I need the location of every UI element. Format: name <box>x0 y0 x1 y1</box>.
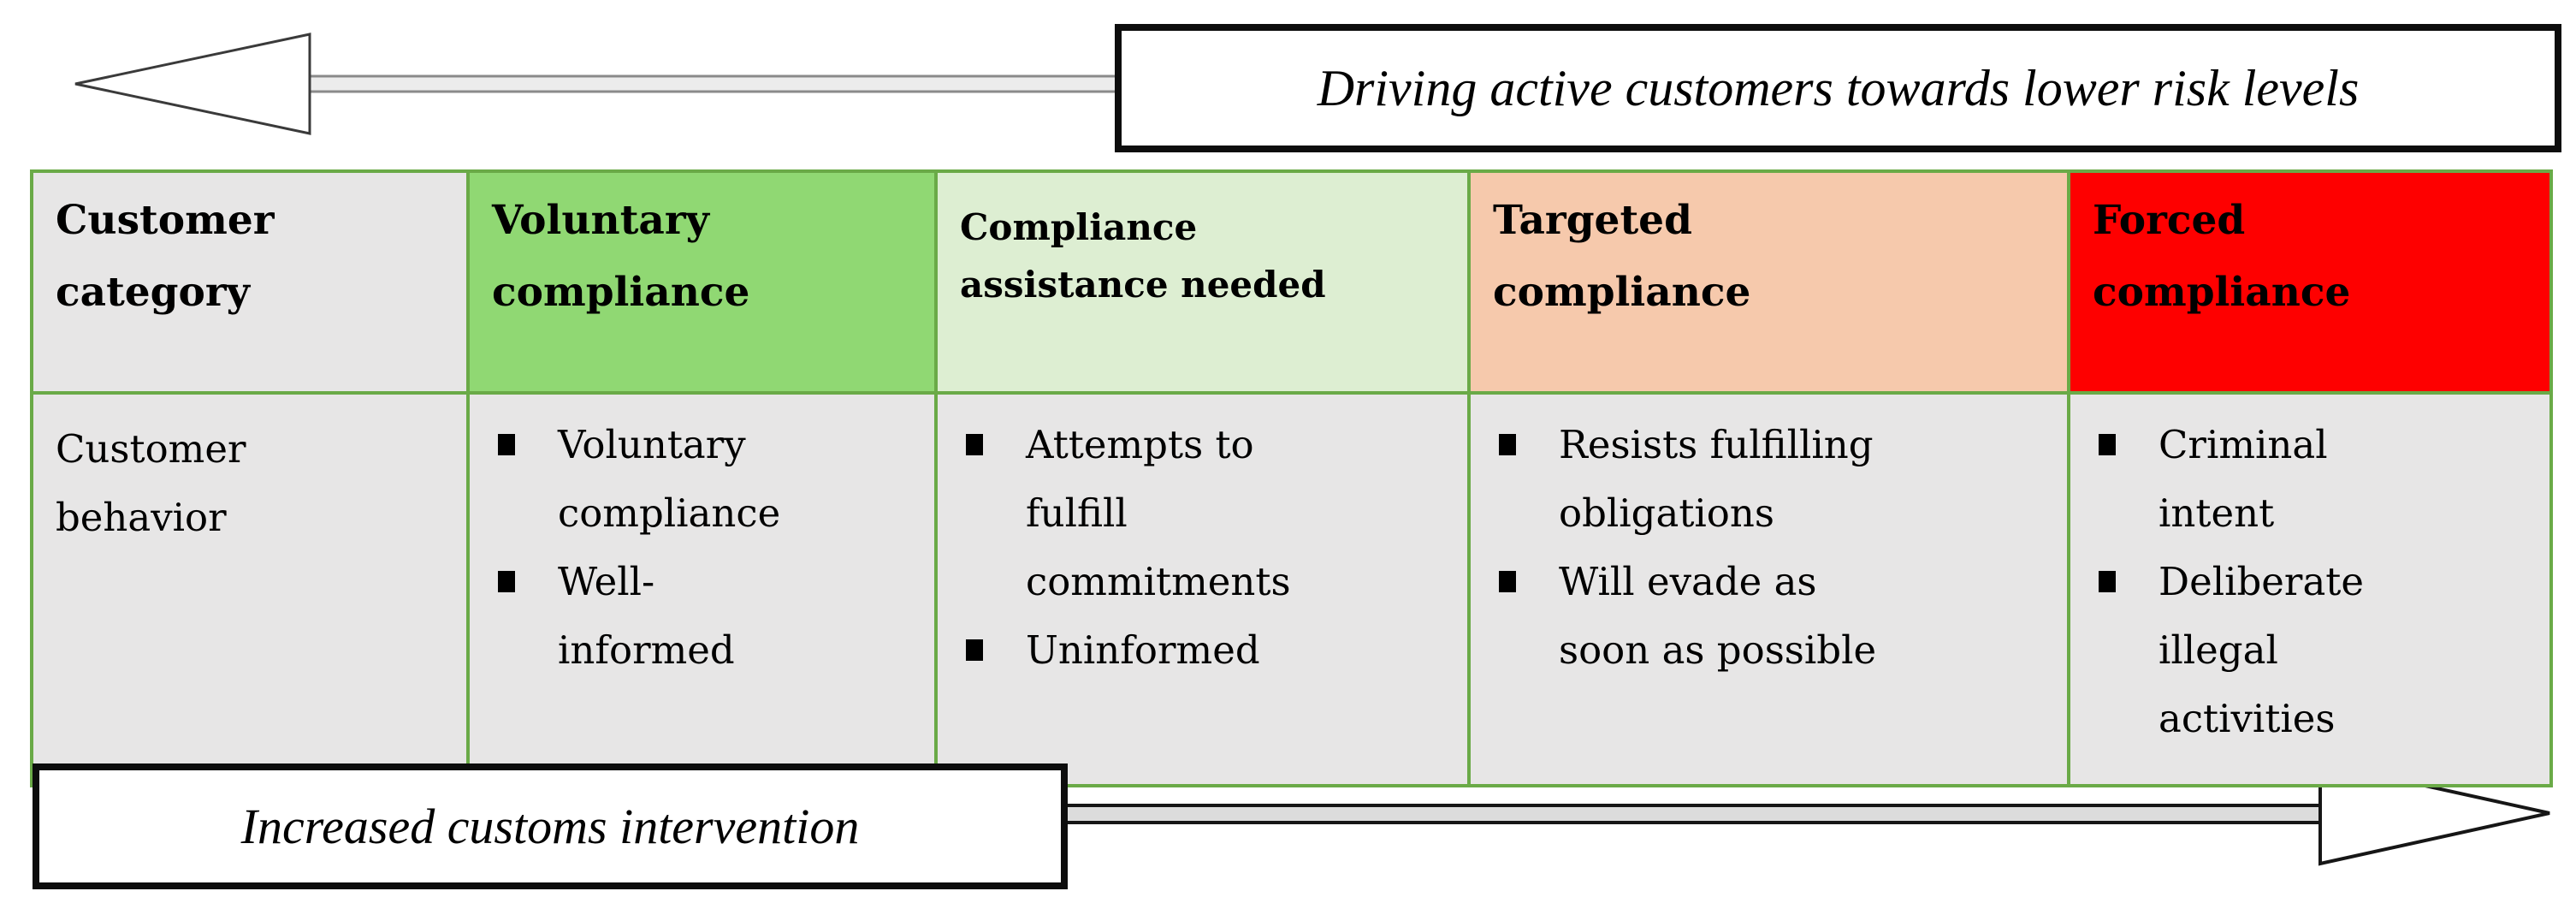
list-item: Will evade as soon as possible <box>1499 548 2042 685</box>
bullet-icon <box>498 434 515 455</box>
list-item-text: Well- informed <box>558 559 735 674</box>
list-item: Deliberate illegal activities <box>2099 548 2525 753</box>
list-item-text: Criminal intent <box>2159 422 2328 537</box>
top-arrow-shaft <box>308 74 1120 93</box>
list-item-text: Voluntary compliance <box>558 422 781 537</box>
row-label-customer-behavior: Customer behavior <box>30 391 470 787</box>
bullet-list: Voluntary compliance Well- informed <box>471 395 933 685</box>
bullet-icon <box>1499 434 1516 455</box>
bullet-icon <box>966 639 983 662</box>
bottom-arrow-label-box: Increased customs intervention <box>33 763 1068 889</box>
cell-forced-compliance-behavior: Criminal intent Deliberate illegal activ… <box>2067 391 2553 787</box>
bullet-icon <box>498 571 515 593</box>
header-row: Customer category Voluntary compliance C… <box>30 169 2553 395</box>
bullet-list: Resists fulfilling obligations Will evad… <box>1472 395 2066 685</box>
header-cell-compliance-assistance-needed: Compliance assistance needed <box>934 169 1471 395</box>
bullet-icon <box>966 434 983 455</box>
list-item: Resists fulfilling obligations <box>1499 411 2042 548</box>
list-item-text: Resists fulfilling obligations <box>1559 422 1874 537</box>
customer-behavior-row: Customer behavior Voluntary compliance W… <box>30 391 2553 787</box>
list-item-text: Deliberate illegal activities <box>2159 559 2364 742</box>
list-item-text: Will evade as soon as possible <box>1559 559 1877 674</box>
bottom-arrow-label: Increased customs intervention <box>240 799 860 854</box>
list-item: Attempts to fulfill commitments <box>966 411 1442 616</box>
bullet-icon <box>1499 571 1516 593</box>
list-item-text: Attempts to fulfill commitments <box>1026 422 1291 605</box>
list-item-text: Uninformed <box>1026 627 1260 674</box>
bullet-list: Attempts to fulfill commitments Uninform… <box>939 395 1466 685</box>
list-item: Well- informed <box>498 548 909 685</box>
cell-compliance-assistance-behavior: Attempts to fulfill commitments Uninform… <box>934 391 1471 787</box>
header-cell-customer-category: Customer category <box>30 169 470 395</box>
list-item: Criminal intent <box>2099 411 2525 548</box>
cell-targeted-compliance-behavior: Resists fulfilling obligations Will evad… <box>1467 391 2070 787</box>
header-cell-voluntary-compliance: Voluntary compliance <box>466 169 938 395</box>
bullet-icon <box>2099 434 2116 455</box>
cell-voluntary-compliance-behavior: Voluntary compliance Well- informed <box>466 391 938 787</box>
top-arrow-label: Driving active customers towards lower r… <box>1317 59 2360 116</box>
compliance-table: Customer category Voluntary compliance C… <box>30 169 2553 787</box>
list-item: Uninformed <box>966 616 1442 685</box>
left-arrow-head-icon <box>74 33 311 135</box>
top-arrow-label-box: Driving active customers towards lower r… <box>1115 24 2561 152</box>
bottom-arrow-shaft <box>1052 804 2322 824</box>
header-cell-forced-compliance: Forced compliance <box>2067 169 2553 395</box>
bullet-icon <box>2099 571 2116 593</box>
bullet-list: Criminal intent Deliberate illegal activ… <box>2071 395 2549 753</box>
header-cell-targeted-compliance: Targeted compliance <box>1467 169 2070 395</box>
list-item: Voluntary compliance <box>498 411 909 548</box>
